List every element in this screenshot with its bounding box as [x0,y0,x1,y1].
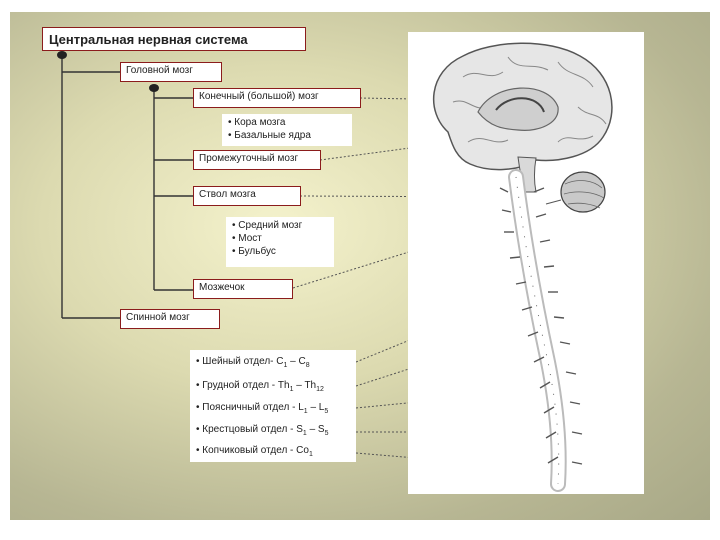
spinal-sections-list: Шейный отдел- C1 – C8 Грудной отдел - Th… [190,350,356,462]
diagram-title: Центральная нервная система [43,28,305,51]
node-head-brain-label: Головной мозг [121,63,221,78]
list-item: Базальные ядра [228,129,352,142]
node-spinal-cord-label: Спинной мозг [121,310,219,325]
spinal-section-thoracic: Грудной отдел - Th1 – Th12 [196,380,324,393]
spinal-section-cervical: Шейный отдел- C1 – C8 [196,356,310,369]
brainstem-parts-list: Средний мозг Мост Бульбус [226,217,334,267]
cns-anatomy-illustration [408,32,644,494]
list-item: Мост [232,232,334,245]
node-spinal-cord: Спинной мозг [120,309,220,329]
node-cerebellum-label: Мозжечок [194,280,292,295]
node-brainstem: Ствол мозга [193,186,301,206]
cerebrum-parts-list: Кора мозга Базальные ядра [222,114,352,146]
node-cerebellum: Мозжечок [193,279,293,299]
list-item: Кора мозга [228,116,352,129]
node-diencephalon-label: Промежуточный мозг [194,151,320,166]
node-diencephalon: Промежуточный мозг [193,150,321,170]
spinal-section-sacral: Крестцовый отдел - S1 – S5 [196,424,329,437]
spinal-section-lumbar: Поясничный отдел - L1 – L5 [196,402,328,415]
node-brainstem-label: Ствол мозга [194,187,300,202]
title-box: Центральная нервная система [42,27,306,51]
node-head-brain: Головной мозг [120,62,222,82]
list-item: Средний мозг [232,219,334,232]
anatomy-illustration-panel [408,32,644,494]
list-item: Бульбус [232,245,334,258]
spinal-section-coccygeal: Копчиковый отдел - Co1 [196,445,313,458]
node-cerebrum-label: Конечный (большой) мозг [194,89,360,104]
node-cerebrum: Конечный (большой) мозг [193,88,361,108]
